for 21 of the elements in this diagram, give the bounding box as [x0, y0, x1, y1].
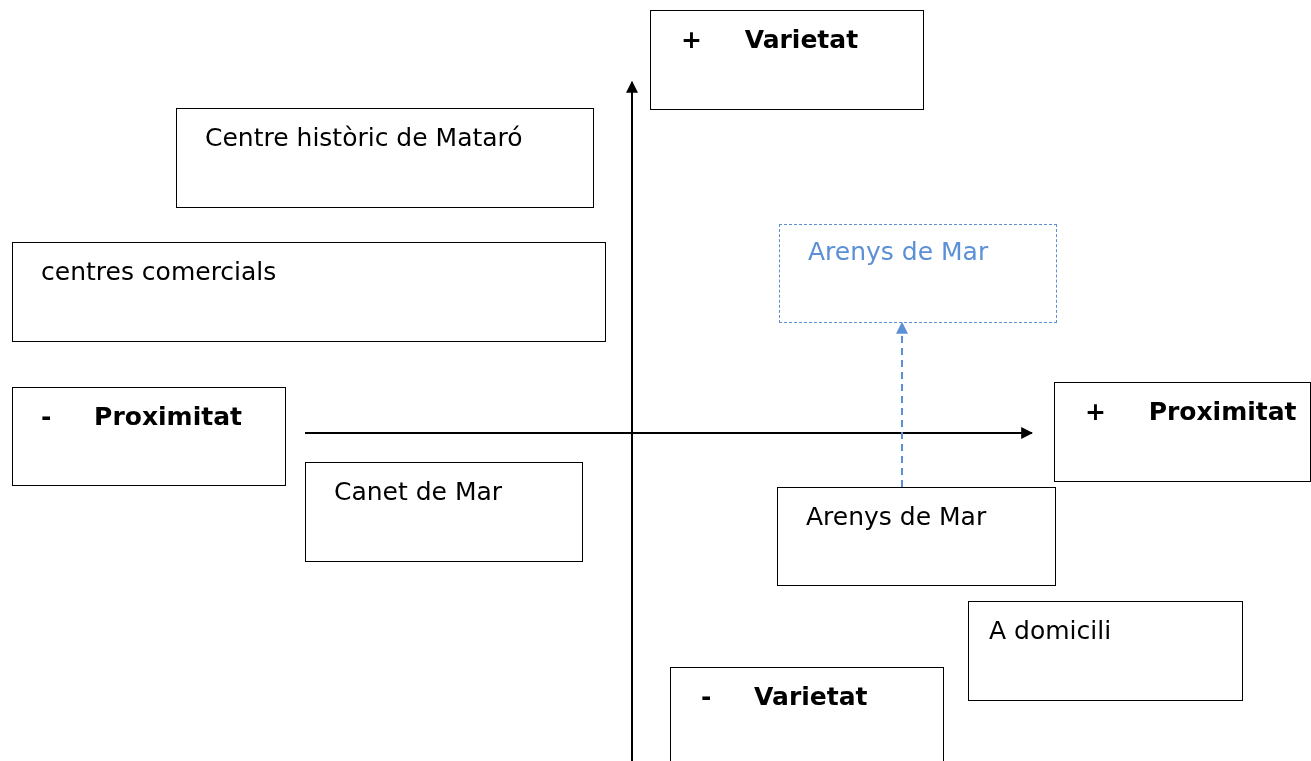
axis-label: - Proximitat [41, 402, 242, 431]
position-box [777, 487, 1056, 586]
position-box [176, 108, 594, 208]
place-label: A domicili [989, 616, 1112, 645]
axis-pole-box [670, 667, 944, 761]
place-label: Arenys de Mar [808, 237, 989, 266]
place-label: Arenys de Mar [806, 502, 987, 531]
arrow [896, 321, 908, 488]
axis-label: - Varietat [701, 682, 868, 711]
place-label: Centre històric de Mataró [205, 123, 523, 152]
position-box [779, 224, 1057, 323]
position-box [12, 242, 606, 342]
axis-pole-box [1054, 382, 1311, 482]
place-label: centres comercials [41, 257, 277, 286]
position-box [305, 462, 583, 562]
axis-pole-box [12, 387, 286, 486]
axis-label: + Proximitat [1085, 397, 1297, 426]
axis-pole-box [650, 10, 924, 110]
axis-label: + Varietat [681, 25, 859, 54]
position-box [968, 601, 1243, 701]
place-label: Canet de Mar [334, 477, 503, 506]
